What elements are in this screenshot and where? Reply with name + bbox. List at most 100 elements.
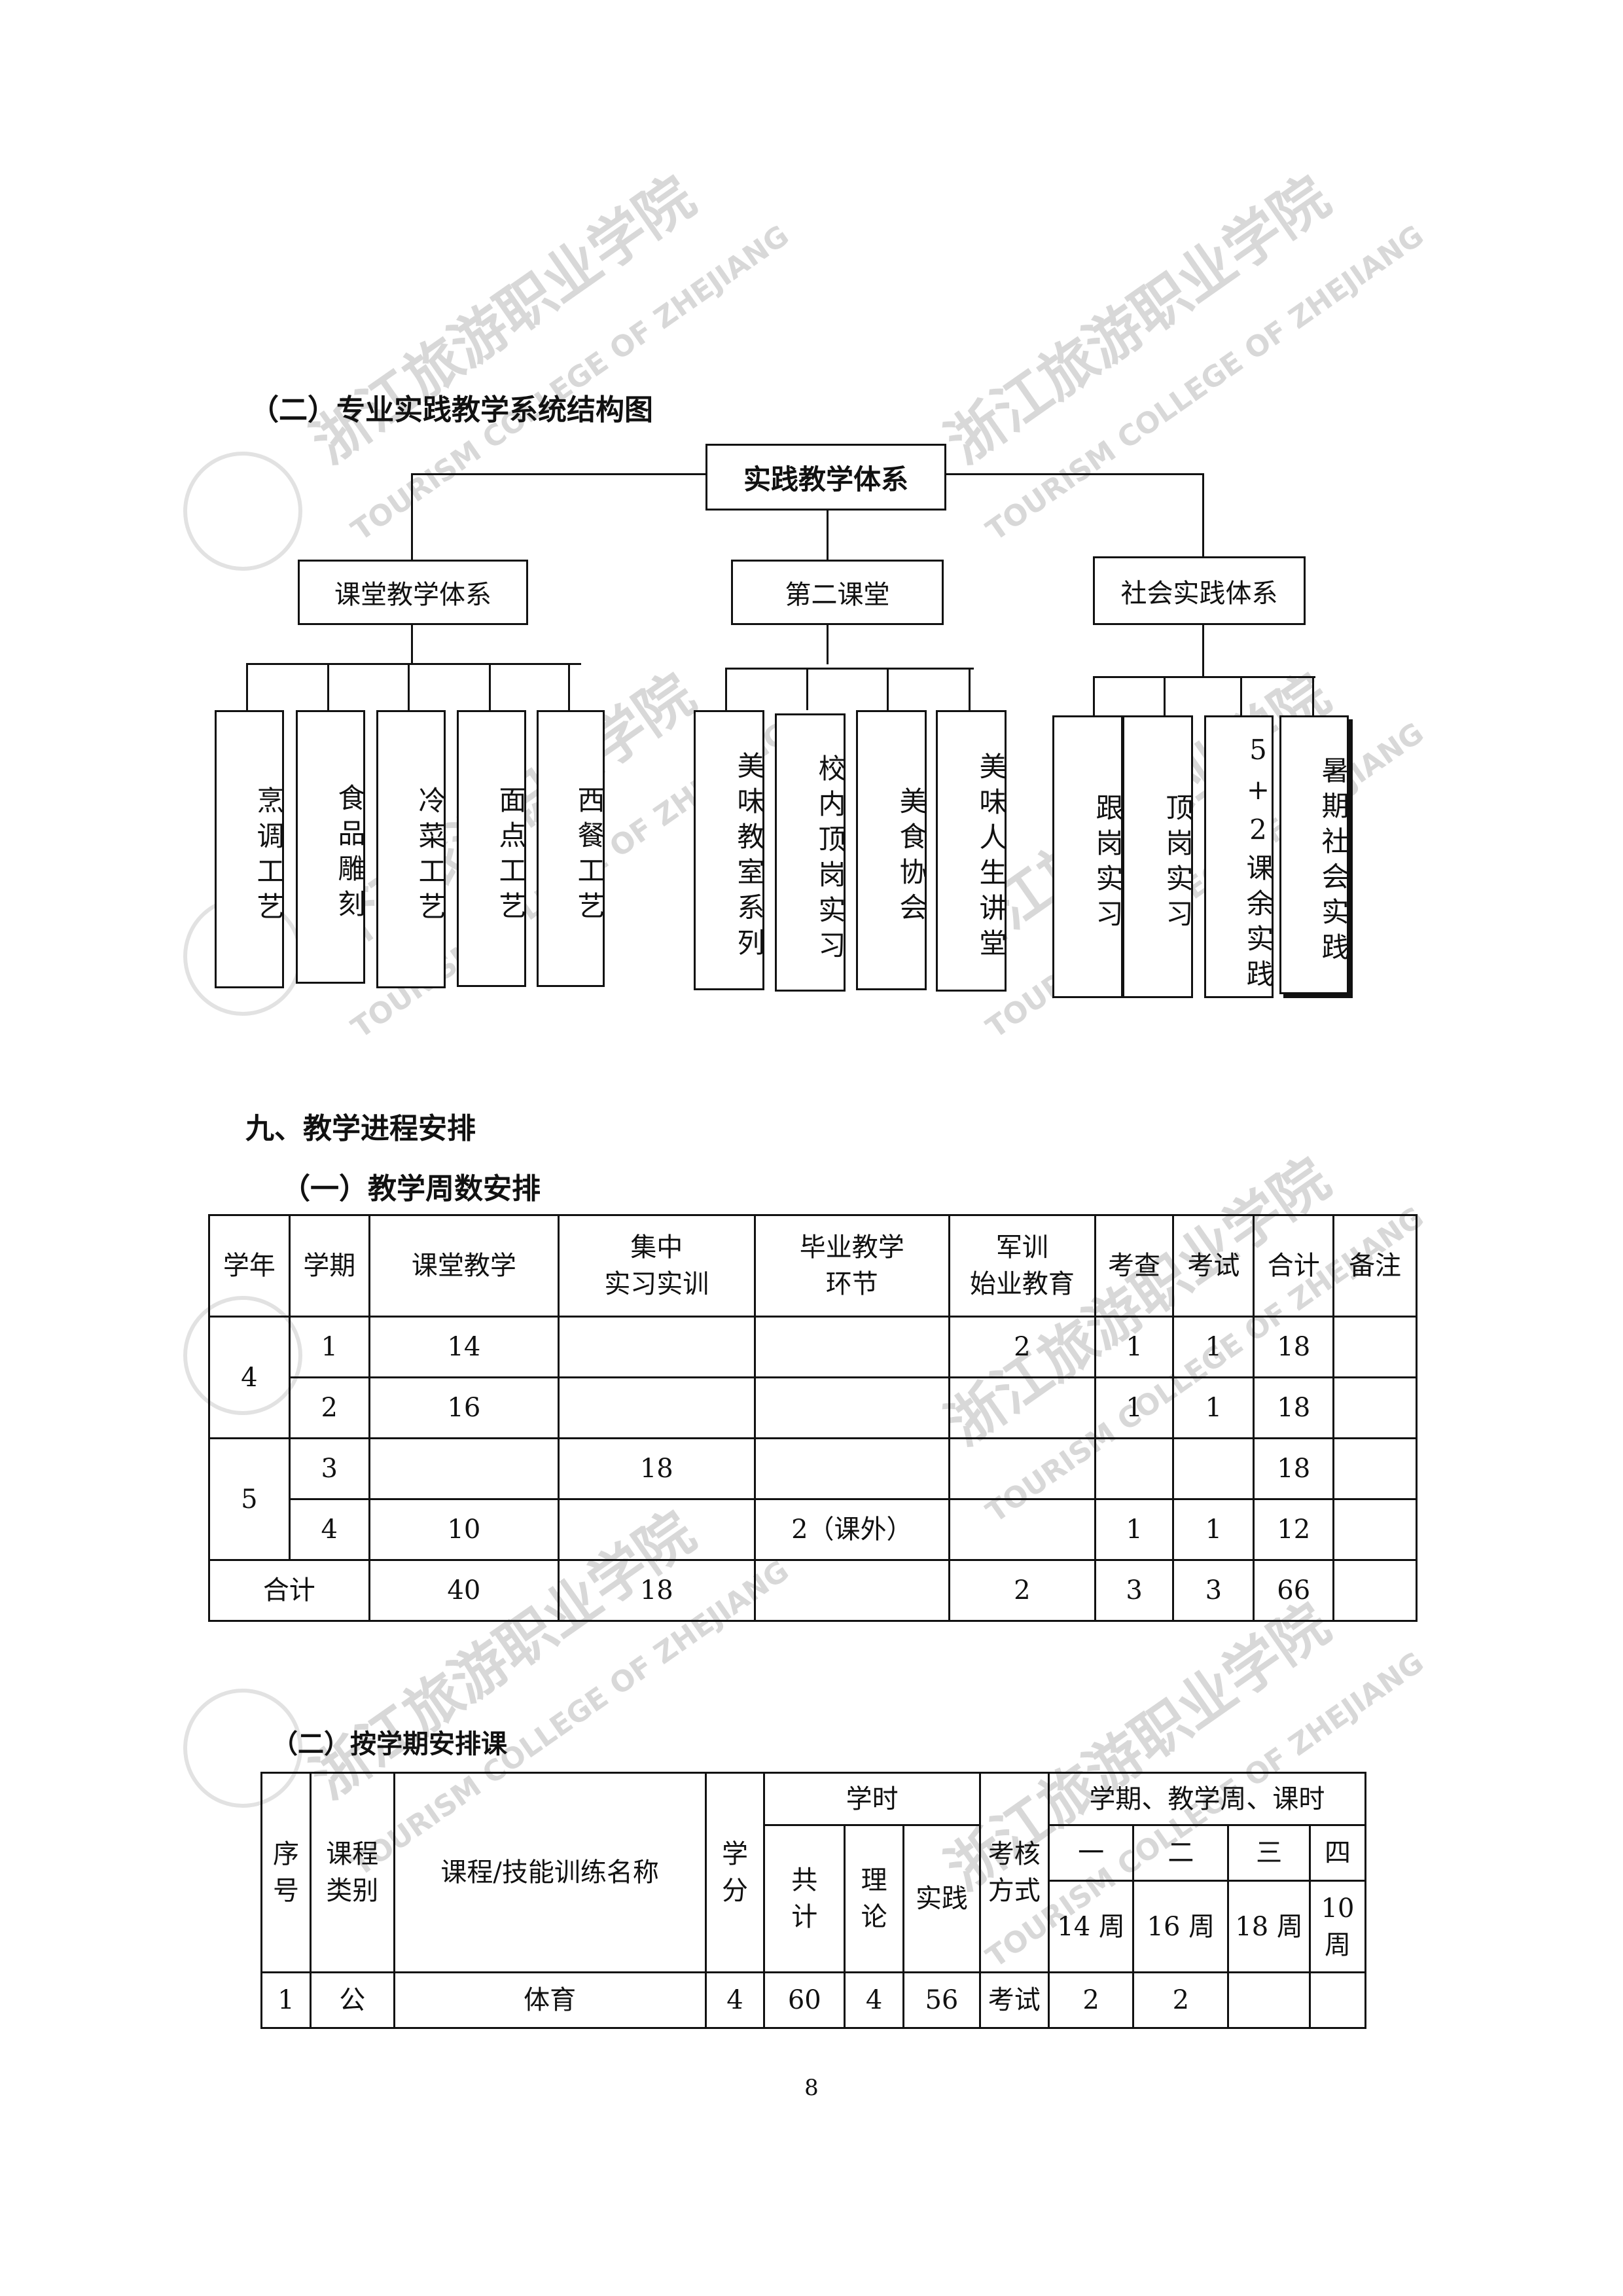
course-table-header-row: 序号 课程类别 课程/技能训练名称 学分 学时 考核方式 学期、教学周、课时 [260,1772,1367,1973]
connector-line [827,511,829,560]
section-title: （二）专业实践教学系统结构图 [250,393,653,427]
connector-line [725,668,727,710]
connector-line [806,668,808,710]
header-line: 号 [272,1876,299,1906]
diagram-leaf: 面点工艺 [457,710,527,987]
watermark-text-en: TOURISM COLLEGE OF ZHEJIANG [980,219,1430,548]
header-cell: 毕业教学环节 [753,1214,951,1318]
table-cell: 1 [1094,1498,1175,1561]
connector-line [1312,676,1314,715]
header-cell: 理论 [844,1824,905,1973]
table-cell: 1 [288,1316,370,1378]
connector-line [327,663,329,710]
week-cell: 16 周 [1132,1880,1230,1973]
diagram-leaf: 西餐工艺 [537,710,605,987]
table-cell: 18 [558,1559,756,1622]
table-cell [1332,1376,1418,1439]
diagram-leaf: 跟岗实习 [1052,715,1124,998]
header-line: 理 [861,1865,887,1895]
header-cell: 考核方式 [978,1772,1050,1973]
header-cell: 学期、教学周、课时 [1047,1772,1367,1826]
connector-line [411,473,413,560]
diagram-root-node: 实践教学体系 [705,444,946,511]
diagram-leaf: 美味人生讲堂 [936,710,1007,992]
table-cell [558,1498,756,1561]
table-cell: 体育 [393,1971,707,2029]
header-line: 分 [721,1876,748,1906]
header-cell: 学期 [288,1214,370,1318]
table-cell: 2 [1047,1971,1135,2029]
table-cell: 3 [1094,1559,1175,1622]
table-cell [948,1376,1096,1439]
connector-line [1164,676,1166,715]
watermark-text: 浙江旅游职业学院 [300,164,707,476]
header-line: 毕业教学 [799,1232,904,1263]
diagram-leaf: 校内顶岗实习 [775,713,846,992]
header-cell: 学分 [704,1772,766,1973]
header-cell: 课程/技能训练名称 [393,1772,707,1973]
table-cell [753,1437,951,1500]
course-table: 序号 课程类别 课程/技能训练名称 学分 学时 考核方式 学期、教学周、课时 共… [260,1772,1367,2029]
table-cell: 66 [1253,1559,1335,1622]
table-cell [753,1316,951,1378]
table-cell: 40 [368,1559,560,1622]
header-cell: 集中实习实训 [558,1214,756,1318]
year-cell: 4 [208,1316,291,1439]
table-cell [558,1376,756,1439]
table-cell [368,1437,560,1500]
connector-line [1093,676,1095,715]
diagram-leaf: 暑期社会实践 [1279,715,1349,994]
table-cell: 1 [1172,1316,1255,1378]
header-line: 军训 [995,1232,1048,1263]
table-cell: 18 [1253,1316,1335,1378]
table-cell [1332,1559,1418,1622]
table-row: 2 16 1 1 18 [209,1376,1418,1439]
table-row: 4 1 14 2 1 1 18 [208,1316,1418,1439]
header-cell: 考试 [1172,1214,1255,1318]
table-cell: 16 [368,1376,560,1439]
week-table: 学年 学期 课堂教学 集中实习实训 毕业教学环节 军训始业教育 考查 考试 合计… [208,1214,1418,1622]
connector-line [568,663,570,710]
page-number: 8 [804,2075,819,2101]
header-line: 序 [272,1839,299,1869]
table-cell: 2 [1132,1971,1230,2029]
table-cell: 60 [763,1971,846,2029]
table-cell: 1 [1094,1316,1175,1378]
table-row: 1 公 体育 4 60 4 56 考试 2 2 [260,1971,1366,2029]
connector-line [246,663,248,710]
term-cell: 三 [1227,1824,1311,1882]
table-cell: 1 [1172,1498,1255,1561]
week-section-title: （一）教学周数安排 [281,1172,541,1206]
connector-line [246,663,581,665]
connector-line [1202,625,1204,677]
term-cell: 一 [1047,1824,1135,1882]
header-line: 计 [791,1902,818,1932]
table-cell: 4 [288,1498,370,1561]
table-cell [1332,1437,1418,1500]
table-cell [1094,1437,1175,1500]
header-cell: 学时 [763,1772,981,1826]
table-cell: 2 [948,1559,1096,1622]
diagram-leaf: 冷菜工艺 [376,710,446,988]
table-cell: 18 [558,1437,756,1500]
year-cell: 5 [208,1437,291,1561]
table-cell [558,1316,756,1378]
table-cell: 4 [844,1971,905,2029]
header-cell: 合计 [1253,1214,1335,1318]
diagram-branch-second-classroom: 第二课堂 [731,560,944,625]
table-cell: 18 [1253,1376,1335,1439]
diagram-leaf: 烹调工艺 [215,710,285,988]
header-line: 始业教育 [969,1269,1075,1299]
header-line: 实习实训 [604,1269,709,1299]
table-cell: 1 [1172,1376,1255,1439]
connector-line [725,668,974,670]
table-row: 4 10 2（课外） 1 1 12 [209,1498,1418,1561]
header-line: 学 [721,1839,748,1869]
diagram-leaf: 顶岗实习 [1122,715,1194,998]
table-cell [753,1559,951,1622]
table-cell [1332,1316,1418,1378]
connector-line [408,663,410,710]
header-line: 周 [1325,1929,1351,1960]
